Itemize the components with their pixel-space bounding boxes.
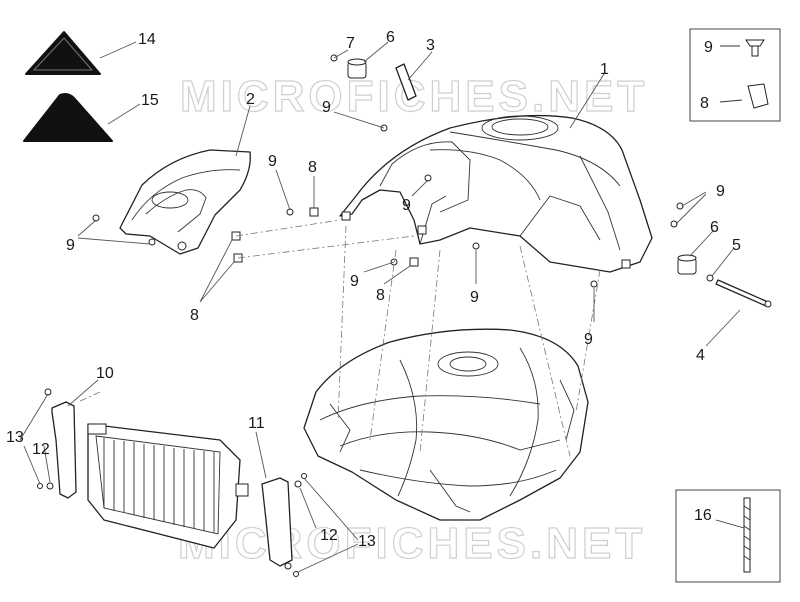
callout-9b: 9 <box>268 153 277 170</box>
callout-9e: 9 <box>350 273 359 290</box>
callout-2: 2 <box>246 91 255 108</box>
tank-cover-part-1 <box>339 114 653 273</box>
inset-box-fasteners <box>689 28 781 122</box>
assembly-lines <box>77 219 601 457</box>
callout-13a: 13 <box>6 429 24 446</box>
callout-labels: 14 15 1 2 3 7 6 9 9 8 9 8 9 9 8 9 9 9 6 … <box>6 29 741 550</box>
callout-1: 1 <box>600 61 609 78</box>
callout-9i: 9 <box>704 39 713 56</box>
callout-9d: 9 <box>402 197 411 214</box>
callout-16: 16 <box>694 507 712 524</box>
bracket-part-11 <box>261 477 293 567</box>
callout-5: 5 <box>732 237 741 254</box>
watermark-bottom: MICROFICHES.NET <box>178 519 646 568</box>
callout-9g: 9 <box>584 331 593 348</box>
callout-12b: 12 <box>320 527 338 544</box>
inset-box-part-16 <box>675 489 781 583</box>
callout-13b: 13 <box>358 533 376 550</box>
callout-8c: 8 <box>376 287 385 304</box>
bushing-part-6a <box>347 58 367 79</box>
callout-4: 4 <box>696 347 705 364</box>
callout-11: 11 <box>248 415 265 432</box>
callout-7: 7 <box>346 35 355 52</box>
sticker-part-14 <box>25 31 101 75</box>
fuel-tank <box>303 328 589 521</box>
sticker-part-15 <box>23 93 113 142</box>
pin-part-3 <box>395 63 417 101</box>
radiator <box>87 423 249 549</box>
callout-9c: 9 <box>66 237 75 254</box>
callout-9h: 9 <box>716 183 725 200</box>
callout-6a: 6 <box>386 29 395 46</box>
front-cover-part-2 <box>119 149 251 255</box>
bushing-part-6b <box>677 254 697 275</box>
callout-8b: 8 <box>190 307 199 324</box>
callout-14: 14 <box>138 31 156 48</box>
bracket-part-10 <box>51 401 77 499</box>
callout-10: 10 <box>96 365 114 382</box>
callout-3: 3 <box>426 37 435 54</box>
callout-9f: 9 <box>470 289 479 306</box>
long-bolt-part-4 <box>715 279 772 308</box>
callout-6b: 6 <box>710 219 719 236</box>
callout-15: 15 <box>141 92 159 109</box>
callout-8a: 8 <box>308 159 317 176</box>
leader-lines <box>19 41 741 573</box>
callout-9a: 9 <box>322 99 331 116</box>
callout-12a: 12 <box>32 441 50 458</box>
callout-8d: 8 <box>700 95 709 112</box>
